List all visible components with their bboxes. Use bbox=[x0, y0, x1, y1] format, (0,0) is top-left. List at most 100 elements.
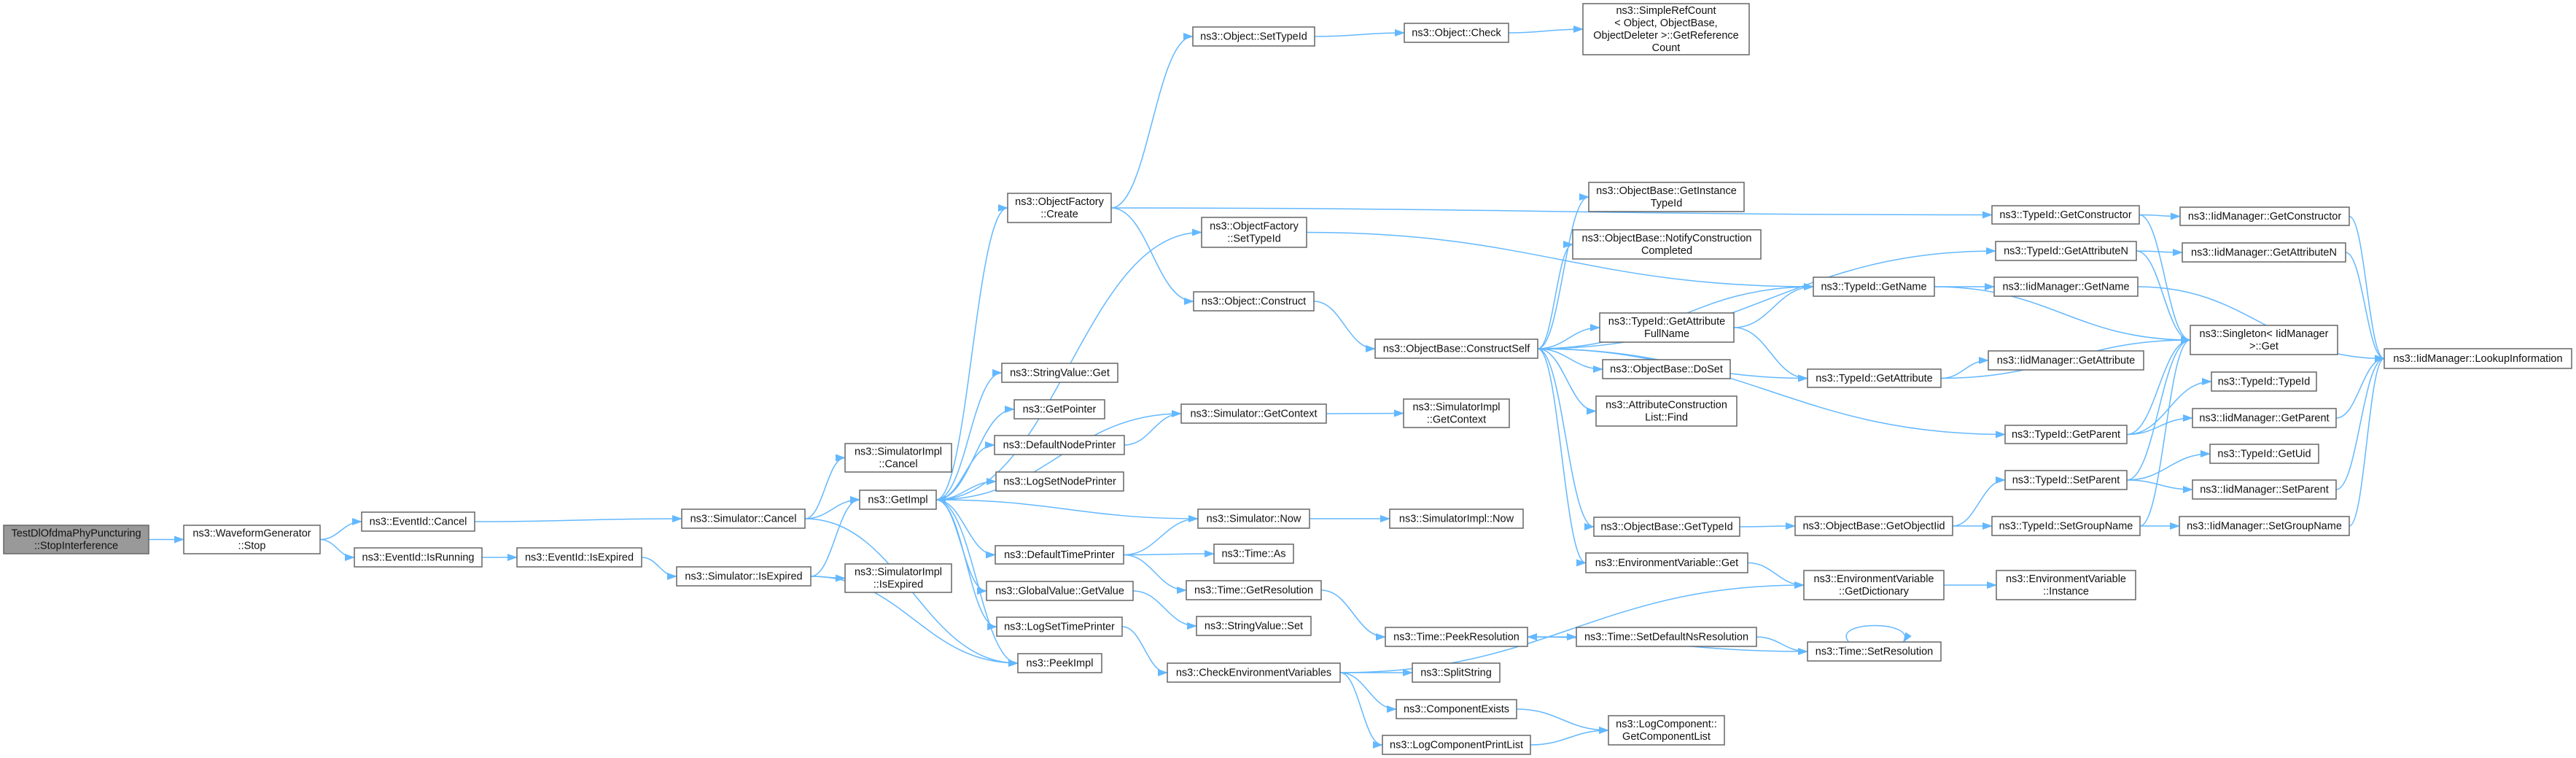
graph-node-ofCreate[interactable]: ns3::ObjectFactory::Create bbox=[1007, 193, 1112, 223]
node-box bbox=[1807, 641, 1942, 662]
graph-node-iidSetGroupName[interactable]: ns3::IidManager::SetGroupName bbox=[2179, 516, 2350, 536]
graph-node-constructSelf[interactable]: ns3::ObjectBase::ConstructSelf bbox=[1374, 339, 1538, 359]
graph-node-splitString[interactable]: ns3::SplitString bbox=[1412, 662, 1501, 683]
node-box bbox=[1180, 403, 1327, 424]
graph-node-envGet[interactable]: ns3::EnvironmentVariable::Get bbox=[1585, 552, 1748, 573]
graph-node-simGetContext[interactable]: ns3::Simulator::GetContext bbox=[1180, 403, 1327, 424]
node-label: Count bbox=[1652, 42, 1681, 54]
graph-node-logCompPrintList[interactable]: ns3::LogComponentPrintList bbox=[1382, 735, 1531, 755]
graph-node-evIsExpired[interactable]: ns3::EventId::IsExpired bbox=[516, 547, 642, 568]
node-label: ns3::SimulatorImpl bbox=[855, 446, 942, 458]
graph-node-logSetTimePrinter[interactable]: ns3::LogSetTimePrinter bbox=[996, 616, 1123, 637]
graph-node-obGetTypeId[interactable]: ns3::ObjectBase::GetTypeId bbox=[1593, 517, 1740, 537]
graph-node-doSet[interactable]: ns3::ObjectBase::DoSet bbox=[1602, 359, 1731, 379]
graph-node-simIsExpired[interactable]: ns3::Simulator::IsExpired bbox=[676, 566, 812, 587]
graph-node-tidSetParent[interactable]: ns3::TypeId::SetParent bbox=[2004, 470, 2128, 490]
node-box bbox=[2192, 479, 2337, 500]
node-label: ::StopInterference bbox=[34, 541, 118, 552]
graph-node-simImplIsExpired[interactable]: ns3::SimulatorImpl::IsExpired bbox=[844, 563, 952, 593]
node-label: ns3::GetPointer bbox=[1023, 404, 1097, 416]
graph-node-tidGetAttr[interactable]: ns3::TypeId::GetAttribute bbox=[1807, 368, 1942, 388]
graph-node-peekRes[interactable]: ns3::Time::PeekResolution bbox=[1385, 627, 1528, 647]
node-label: ns3::SimpleRefCount bbox=[1616, 5, 1716, 17]
call-edge-checkEnv-to-compExists bbox=[1339, 672, 1397, 713]
graph-node-lookupInfo[interactable]: ns3::IidManager::LookupInformation bbox=[2384, 348, 2572, 369]
graph-node-simCancel[interactable]: ns3::Simulator::Cancel bbox=[681, 508, 806, 529]
graph-node-tidGetUid[interactable]: ns3::TypeId::GetUid bbox=[2209, 444, 2319, 464]
node-label: ns3::DefaultNodePrinter bbox=[1003, 440, 1116, 452]
graph-node-simImplGetContext[interactable]: ns3::SimulatorImpl::GetContext bbox=[1403, 398, 1510, 428]
graph-node-iidGetAttrN[interactable]: ns3::IidManager::GetAttributeN bbox=[2182, 242, 2346, 263]
graph-node-getCompList[interactable]: ns3::LogComponent::GetComponentList bbox=[1608, 715, 1725, 746]
graph-node-tidSetGroupName[interactable]: ns3::TypeId::SetGroupName bbox=[1991, 516, 2141, 536]
graph-node-tidGetParent[interactable]: ns3::TypeId::GetParent bbox=[2004, 425, 2128, 444]
graph-node-refCount[interactable]: ns3::SimpleRefCount< Object, ObjectBase,… bbox=[1582, 3, 1750, 55]
graph-node-singletonGet[interactable]: ns3::Singleton< IidManager>::Get bbox=[2190, 325, 2338, 355]
graph-node-evCancel[interactable]: ns3::EventId::Cancel bbox=[361, 511, 475, 532]
node-box bbox=[1996, 570, 2136, 600]
graph-node-simImplNow[interactable]: ns3::SimulatorImpl::Now bbox=[1389, 508, 1524, 529]
graph-node-iidGetName[interactable]: ns3::IidManager::GetName bbox=[1993, 276, 2139, 297]
graph-node-objCheck[interactable]: ns3::Object::Check bbox=[1404, 23, 1509, 43]
graph-node-timeAs[interactable]: ns3::Time::As bbox=[1213, 544, 1294, 564]
edges-layer bbox=[149, 26, 2385, 749]
graph-node-timeGetRes[interactable]: ns3::Time::GetResolution bbox=[1186, 580, 1322, 600]
node-label: TestDlOfdmaPhyPuncturing bbox=[11, 528, 141, 540]
graph-node-getImpl[interactable]: ns3::GetImpl bbox=[859, 490, 937, 510]
graph-node-gvGetValue[interactable]: ns3::GlobalValue::GetValue bbox=[986, 581, 1134, 601]
graph-node-setDefNsRes[interactable]: ns3::Time::SetDefaultNsResolution bbox=[1576, 627, 1757, 647]
call-edge-wgStop-to-evIsRunning bbox=[319, 538, 355, 561]
graph-node-wgStop[interactable]: ns3::WaveformGenerator::Stop bbox=[183, 525, 321, 554]
graph-node-objConstruct[interactable]: ns3::Object::Construct bbox=[1193, 291, 1315, 312]
node-box bbox=[1201, 217, 1307, 248]
graph-node-envInstance[interactable]: ns3::EnvironmentVariable::Instance bbox=[1996, 570, 2136, 600]
call-edge-ofCreate-to-objConstruct bbox=[1110, 207, 1194, 305]
node-label: ns3::EnvironmentVariable::Get bbox=[1595, 557, 1738, 569]
call-edge-getImpl-to-svGet bbox=[935, 369, 1003, 500]
graph-node-simNow[interactable]: ns3::Simulator::Now bbox=[1197, 508, 1310, 529]
graph-node-getObjectIid[interactable]: ns3::ObjectBase::GetObjectIid bbox=[1794, 516, 1953, 536]
graph-node-svSet[interactable]: ns3::StringValue::Set bbox=[1196, 616, 1312, 636]
graph-node-tidTypeId[interactable]: ns3::TypeId::TypeId bbox=[2211, 371, 2317, 392]
graph-node-getPointer[interactable]: ns3::GetPointer bbox=[1013, 399, 1105, 419]
node-box bbox=[2179, 206, 2350, 226]
node-box bbox=[354, 547, 483, 568]
node-label: ns3::SimulatorImpl::Now bbox=[1399, 514, 1514, 525]
graph-node-envGetDict[interactable]: ns3::EnvironmentVariable::GetDictionary bbox=[1803, 570, 1945, 600]
node-box bbox=[995, 545, 1124, 565]
graph-node-notifyCC[interactable]: ns3::ObjectBase::NotifyConstructionCompl… bbox=[1572, 229, 1762, 260]
node-box bbox=[1595, 395, 1738, 427]
graph-node-tidGetName[interactable]: ns3::TypeId::GetName bbox=[1813, 276, 1935, 297]
graph-node-logSetNodePrinter[interactable]: ns3::LogSetNodePrinter bbox=[995, 471, 1124, 492]
graph-node-iidGetParent[interactable]: ns3::IidManager::GetParent bbox=[2192, 408, 2337, 428]
graph-node-defNodePrinter[interactable]: ns3::DefaultNodePrinter bbox=[994, 435, 1125, 455]
graph-node-objSetTypeId[interactable]: ns3::Object::SetTypeId bbox=[1192, 26, 1315, 47]
call-edge-tidSetParent-to-iidSetParent bbox=[2126, 479, 2193, 493]
graph-node-timeSetRes[interactable]: ns3::Time::SetResolution bbox=[1807, 641, 1942, 662]
node-label: ns3::IidManager::GetParent bbox=[2199, 413, 2329, 425]
node-label: ns3::IidManager::LookupInformation bbox=[2393, 353, 2562, 365]
call-edge-setDefNsRes-to-timeSetRes bbox=[1756, 636, 1808, 655]
node-box bbox=[2211, 371, 2317, 392]
graph-node-ofSetTypeId[interactable]: ns3::ObjectFactory::SetTypeId bbox=[1201, 217, 1307, 248]
graph-node-svGet[interactable]: ns3::StringValue::Get bbox=[1001, 363, 1118, 383]
graph-node-compExists[interactable]: ns3::ComponentExists bbox=[1396, 699, 1517, 719]
node-label: ns3::TypeId::GetConstructor bbox=[1999, 209, 2132, 221]
graph-node-iidSetParent[interactable]: ns3::IidManager::SetParent bbox=[2192, 479, 2337, 500]
graph-node-checkEnv[interactable]: ns3::CheckEnvironmentVariables bbox=[1167, 662, 1341, 683]
node-box bbox=[1988, 350, 2144, 371]
graph-node-tidGetConstructor[interactable]: ns3::TypeId::GetConstructor bbox=[1991, 205, 2140, 225]
node-box bbox=[3, 525, 149, 554]
graph-node-simImplCancel[interactable]: ns3::SimulatorImpl::Cancel bbox=[844, 443, 952, 473]
graph-node-iidGetConstructor[interactable]: ns3::IidManager::GetConstructor bbox=[2179, 206, 2350, 226]
node-label: ::Instance bbox=[2043, 586, 2089, 597]
graph-node-peekImpl[interactable]: ns3::PeekImpl bbox=[1017, 653, 1102, 673]
graph-node-evIsRunning[interactable]: ns3::EventId::IsRunning bbox=[354, 547, 483, 568]
node-label: ns3::TypeId::GetParent bbox=[2012, 429, 2120, 441]
graph-node-tidGetAttrN[interactable]: ns3::TypeId::GetAttributeN bbox=[1995, 241, 2137, 261]
graph-node-defTimePrinter[interactable]: ns3::DefaultTimePrinter bbox=[995, 545, 1124, 565]
graph-node-iidGetAttr[interactable]: ns3::IidManager::GetAttribute bbox=[1988, 350, 2144, 371]
